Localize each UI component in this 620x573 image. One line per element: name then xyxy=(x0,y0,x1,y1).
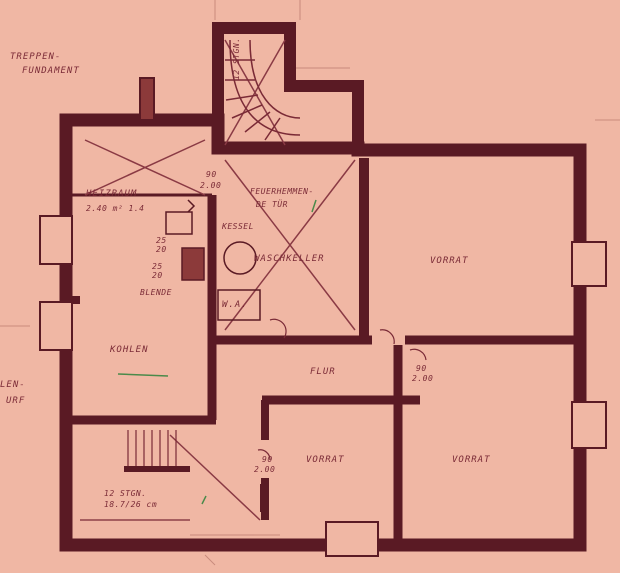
stair-top-label: 12 STGN. xyxy=(232,37,241,80)
treppen-fundament-label-1: TREPPEN- xyxy=(10,52,62,62)
vorrat-left-label: VORRAT xyxy=(306,455,345,465)
left-edge-label-2: URF xyxy=(6,396,26,406)
stair-steps-label: 12 STGN. xyxy=(104,489,147,498)
fixtures xyxy=(165,199,261,321)
walls xyxy=(59,22,587,552)
door-flur-height: 2.00 xyxy=(412,374,434,383)
door-vorrat-height: 2.00 xyxy=(254,465,276,474)
wa-label: W.A. xyxy=(222,300,248,310)
fan-symbol xyxy=(187,199,196,213)
dim-label-3: 25 xyxy=(152,262,163,271)
heizraum-label: HEIZRAUM xyxy=(86,189,138,199)
chimney xyxy=(139,77,155,121)
kessel-circle xyxy=(223,241,257,275)
window-left-2 xyxy=(39,301,73,351)
window-bottom xyxy=(325,521,379,557)
stair-tower-wall xyxy=(212,22,364,150)
windows xyxy=(39,77,607,557)
door-vorrat-width: 90 xyxy=(262,455,273,464)
straight-stair xyxy=(80,430,190,521)
blende-label: BLENDE xyxy=(140,288,172,297)
heizraum-area-label: 2.40 m² 1.4 xyxy=(86,204,145,213)
feuerhemmende-label-1: FEUERHEMMEN- xyxy=(250,187,314,196)
flur-label: FLUR xyxy=(310,367,336,377)
treppen-fundament-label-2: FUNDAMENT xyxy=(22,66,80,76)
kessel-label: KESSEL xyxy=(222,222,254,231)
waschkeller-label: WASCHKELLER xyxy=(254,254,325,264)
door-top-height: 2.00 xyxy=(200,181,222,190)
left-edge-label-1: LEN- xyxy=(0,380,26,390)
dim-label-4: 20 xyxy=(152,271,163,280)
spiral-stair xyxy=(225,39,301,141)
dim-label-1: 25 xyxy=(156,236,167,245)
green-marks xyxy=(117,199,317,505)
wa-box xyxy=(217,289,261,321)
kohlen-label: KOHLEN xyxy=(110,345,149,355)
door-top-width: 90 xyxy=(206,170,217,179)
heizraum-box xyxy=(165,211,193,235)
window-left-1 xyxy=(39,215,73,265)
room-diagonals xyxy=(84,39,356,521)
door-flur-width: 90 xyxy=(416,364,427,373)
kessel-block xyxy=(181,247,205,281)
vorrat-right-label: VORRAT xyxy=(452,455,491,465)
window-right-2 xyxy=(571,401,607,449)
exterior-wall xyxy=(59,113,587,552)
stair-size-label: 18.7/26 cm xyxy=(104,500,158,509)
door-swings xyxy=(257,318,427,512)
window-right-1 xyxy=(571,241,607,287)
vorrat-top-label: VORRAT xyxy=(430,256,469,266)
dim-label-2: 20 xyxy=(156,245,167,254)
feuerhemmende-label-2: DE TÜR xyxy=(256,200,288,209)
